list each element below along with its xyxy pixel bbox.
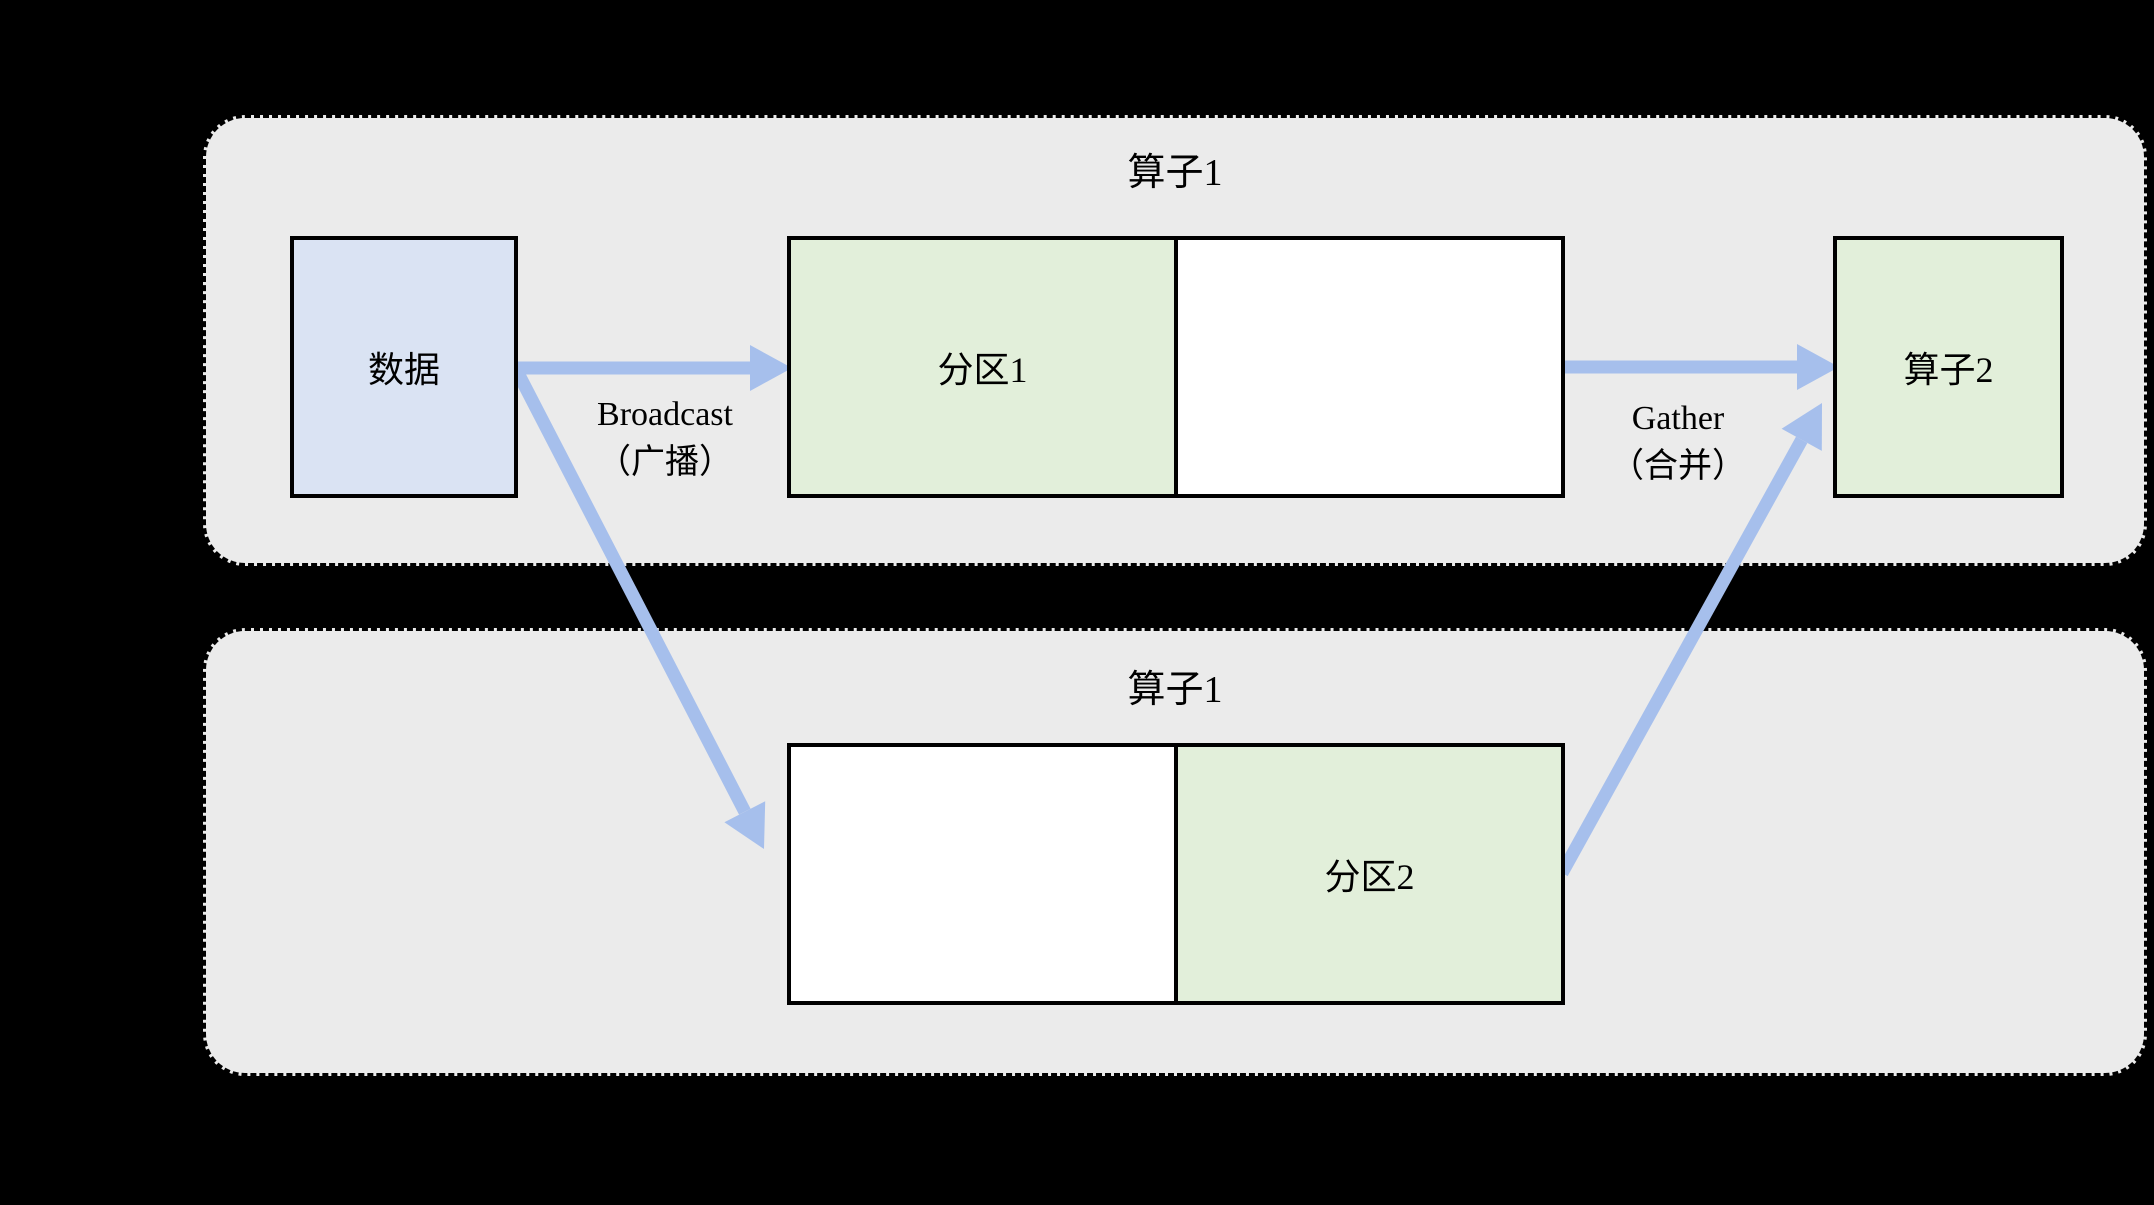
partition2-label: 分区2	[1324, 857, 1415, 897]
broadcast-edge-label-en: Broadcast	[597, 396, 733, 433]
broadcast-edge-label-zh: （广播）	[597, 444, 733, 481]
gather-edge-label: Gather （合并）	[1610, 395, 1746, 491]
gather-edge-label-zh: （合并）	[1610, 448, 1746, 485]
partition2-cell: 分区2	[1174, 747, 1561, 1001]
operator2-label: 算子2	[1903, 350, 1994, 390]
partition1-cell: 分区1	[791, 240, 1174, 494]
partition-top-empty-cell	[1174, 240, 1561, 494]
partition-bottom-empty-cell	[791, 747, 1174, 1001]
partition-row-bottom: 分区2	[787, 743, 1565, 1005]
gather-edge-label-en: Gather	[1631, 400, 1725, 437]
data-node: 数据	[290, 236, 518, 498]
operator2-node: 算子2	[1833, 236, 2064, 498]
broadcast-edge-label: Broadcast （广播）	[597, 391, 733, 487]
partition1-label: 分区1	[937, 350, 1028, 390]
group-title-bottom: 算子1	[1127, 669, 1223, 711]
partition-row-top: 分区1	[787, 236, 1565, 498]
group-title-top: 算子1	[1127, 152, 1223, 194]
data-node-label: 数据	[367, 350, 440, 390]
